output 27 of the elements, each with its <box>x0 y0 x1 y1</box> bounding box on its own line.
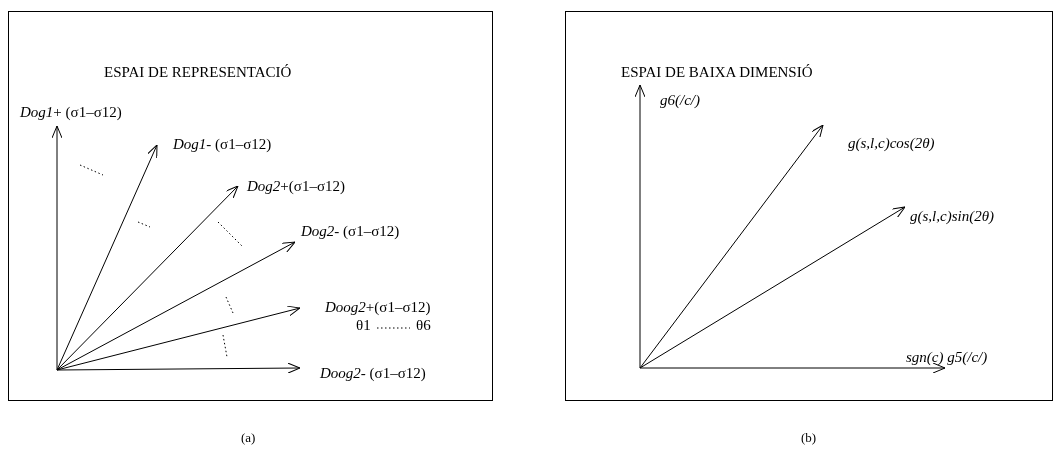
vector-label: sgn(c) g5(/c/) <box>906 349 988 366</box>
figure-caption: (a) <box>241 430 256 446</box>
panel-title: ESPAI DE BAIXA DIMENSIÓ <box>621 64 813 81</box>
angle-label: θ1 <box>356 317 371 334</box>
vector-label: Doog2+(σ1–σ12) <box>325 299 431 316</box>
vector-label: Dog1+ (σ1–σ12) <box>20 104 122 121</box>
vector-arrow <box>639 206 906 369</box>
vector-label: Dog1- (σ1–σ12) <box>173 136 272 153</box>
panel-frame <box>8 11 493 401</box>
vector-arrow <box>56 362 301 374</box>
vector-label: Doog2- (σ1–σ12) <box>320 365 426 382</box>
vector-label: Dog2- (σ1–σ12) <box>301 223 400 240</box>
vector-arrow <box>51 125 63 371</box>
vector-arrow <box>56 241 296 371</box>
vector-arrow <box>56 144 158 371</box>
vector-label: g6(/c/) <box>660 92 700 109</box>
angle-label: θ6 <box>416 317 431 334</box>
figure-caption: (b) <box>801 430 817 446</box>
vector-arrow <box>56 185 239 371</box>
panel-frame <box>565 11 1053 401</box>
vector-arrow <box>634 84 646 369</box>
vector-label: g(s,l,c)cos(2θ) <box>848 135 935 152</box>
vector-label: g(s,l,c)sin(2θ) <box>910 208 995 225</box>
vector-arrow <box>639 362 946 374</box>
panel-title: ESPAI DE REPRESENTACIÓ <box>104 64 292 81</box>
vector-label: Dog2+(σ1–σ12) <box>247 178 345 195</box>
vector-arrow <box>639 124 824 369</box>
